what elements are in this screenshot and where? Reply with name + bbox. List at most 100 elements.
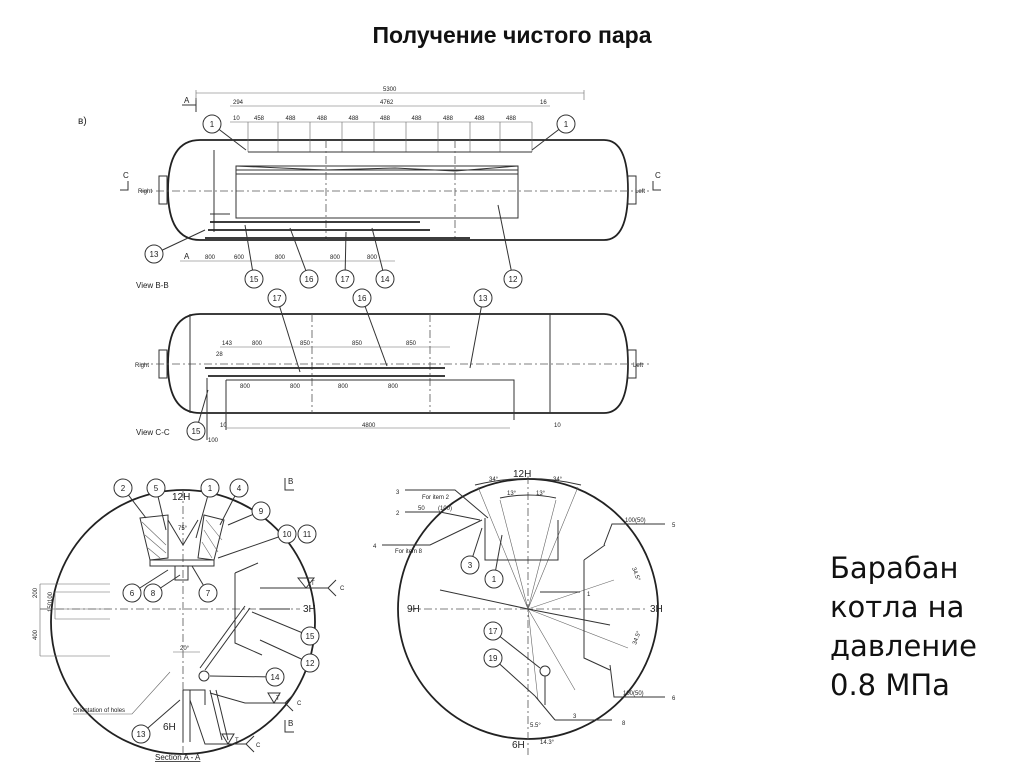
clock-bottom: 6H [163, 722, 176, 733]
callout-bubble [473, 288, 493, 308]
weld-ref: 5 [672, 523, 676, 529]
side-label-right: Right [138, 189, 152, 195]
pitch-dim: 488 [349, 116, 360, 122]
callout-bubble [300, 653, 320, 673]
callout-number: 1 [564, 120, 569, 129]
callout-bubble [460, 555, 480, 575]
callout-leader [497, 204, 514, 280]
pitch-dim: 458 [254, 116, 265, 122]
callout-number: 13 [479, 294, 488, 303]
callout-leader [251, 611, 311, 637]
dim-inner: 4762 [380, 100, 394, 106]
weld-t: T [311, 581, 315, 587]
bottom-dim: 800 [330, 255, 341, 261]
view-name: View B-B [136, 281, 169, 290]
callout-bubble [267, 288, 287, 308]
callout-bubble [352, 288, 372, 308]
callout-bubble [229, 478, 249, 498]
section-mark-b: B [288, 719, 293, 728]
callout-number: 10 [283, 530, 292, 539]
callout-number: 15 [250, 275, 259, 284]
section-mark-b: B [288, 477, 293, 486]
clock-left: 9H [407, 604, 420, 615]
dim-bottom-extra: 100 [208, 438, 219, 444]
angle-top: 75° [178, 526, 188, 532]
callout-bubble [300, 626, 320, 646]
angle: 34° [489, 477, 499, 483]
bottom-dim: 800 [205, 255, 216, 261]
callout-number: 13 [137, 730, 146, 739]
dim-right-offset: 16 [540, 100, 547, 106]
pitch-dim: 488 [443, 116, 454, 122]
callout-bubble [297, 524, 317, 544]
weld-ref: 6 [672, 696, 676, 702]
callout-bubble [143, 583, 163, 603]
caption-line: котла на [830, 590, 965, 624]
figure-label: в) [78, 116, 87, 127]
weld-note: For item 2 [422, 495, 450, 501]
angle: 5.5° [530, 723, 541, 729]
callout-number: 12 [306, 659, 315, 668]
pitch-dim: 488 [317, 116, 328, 122]
angle-bottom: 20° [180, 646, 190, 652]
view-name: View C-C [136, 428, 170, 437]
callout-number: 15 [306, 632, 315, 641]
callout-number: 4 [237, 484, 242, 493]
callout-bubble [198, 583, 218, 603]
clock-right: 3H [303, 604, 316, 615]
angle: 14.3° [540, 740, 555, 746]
callout-leader [217, 533, 288, 559]
caption-line: Барабан [830, 551, 959, 585]
section-mark-a: A [184, 96, 190, 105]
callout-number: 11 [303, 530, 312, 539]
pitch-dim: 488 [286, 116, 297, 122]
dim-bottom-right: 10 [554, 423, 561, 429]
callout-bubble [251, 501, 271, 521]
level-dim: 400 [33, 629, 39, 640]
angle: 34.5° [632, 630, 643, 646]
lower-dim: 800 [240, 384, 251, 390]
pitch-dim: 488 [506, 116, 517, 122]
weld-c: C [297, 701, 302, 707]
weld-t: T [235, 738, 239, 744]
callout-number: 1 [210, 120, 215, 129]
level-dim: 200 [33, 587, 39, 598]
dim-bottom-left: 10 [220, 423, 227, 429]
callout-bubble [202, 114, 222, 134]
lower-dim: 800 [338, 384, 349, 390]
lower-dim: 800 [290, 384, 301, 390]
lower-dim: 800 [388, 384, 399, 390]
callout-number: 6 [130, 589, 135, 598]
section-mark-a: A [184, 252, 190, 261]
callout-number: 1 [208, 484, 213, 493]
callout-number: 17 [341, 275, 350, 284]
bottom-dim: 800 [367, 255, 378, 261]
callout-bubble [200, 478, 220, 498]
callout-number: 13 [150, 250, 159, 259]
callout-bubble [503, 269, 523, 289]
clock-top: 12H [513, 469, 531, 480]
weld-c: C [256, 743, 261, 749]
side-label-right: Right [135, 363, 149, 369]
angle: 34.5° [630, 567, 641, 583]
callout-number: 9 [259, 507, 264, 516]
callout-number: 2 [121, 484, 126, 493]
callout-bubble [244, 269, 264, 289]
callout-bubble [375, 269, 395, 289]
callout-number: 7 [206, 589, 211, 598]
callout-number: 19 [489, 654, 498, 663]
callout-bubble [113, 478, 133, 498]
caption-line: 0.8 МПа [830, 668, 950, 702]
callout-number: 16 [305, 275, 314, 284]
callout-leader [361, 297, 388, 367]
callout-number: 15 [192, 427, 201, 436]
section-name: Section A - A [155, 753, 201, 762]
weld-note: 50 [418, 506, 425, 512]
level-dim: 100 [48, 591, 54, 602]
section-mark-c: C [655, 171, 661, 180]
callout-number: 16 [358, 294, 367, 303]
slide-title: Получение чистого пара [372, 22, 652, 48]
callout-bubble [483, 621, 503, 641]
callout-bubble [335, 269, 355, 289]
level-dim: 150 [48, 601, 54, 612]
